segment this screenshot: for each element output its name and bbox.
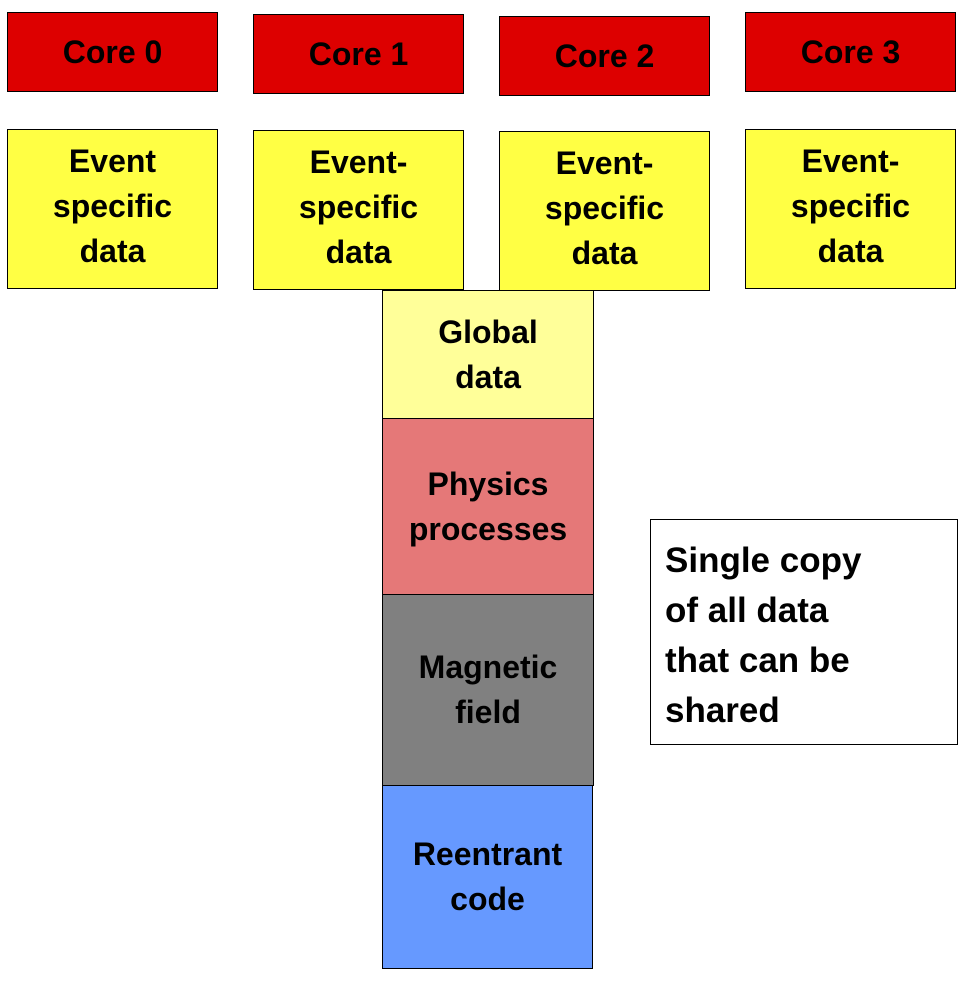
core-0-event-data-label: Event specific data (52, 142, 173, 269)
core-2-event-data-box: Event- specific data (499, 131, 710, 291)
global-data-box: Global data (382, 290, 594, 420)
core-3-label: Core 3 (800, 33, 901, 70)
core-3-event-data-label: Event- specific data (790, 142, 911, 269)
core-3-event-data-box: Event- specific data (745, 129, 956, 289)
core-2-label: Core 2 (554, 37, 655, 74)
core-1-box: Core 1 (253, 14, 464, 94)
magnetic-field-box: Magnetic field (382, 594, 594, 786)
core-0-box: Core 0 (7, 12, 218, 92)
core-2-event-data-label: Event- specific data (544, 144, 665, 271)
core-0-event-data-box: Event specific data (7, 129, 218, 289)
physics-processes-box: Physics processes (382, 418, 594, 596)
core-1-event-data-label: Event- specific data (298, 143, 419, 270)
core-1-event-data-box: Event- specific data (253, 130, 464, 290)
reentrant-code-label: Reentrant code (412, 836, 563, 917)
reentrant-code-box: Reentrant code (382, 785, 593, 969)
shared-data-note: Single copy of all data that can be shar… (650, 519, 958, 745)
core-0-label: Core 0 (62, 33, 163, 70)
core-3-box: Core 3 (745, 12, 956, 92)
magnetic-field-label: Magnetic field (418, 649, 558, 730)
shared-data-note-text: Single copy of all data that can be shar… (665, 541, 862, 730)
physics-processes-label: Physics processes (408, 466, 568, 547)
global-data-label: Global data (438, 314, 538, 395)
core-2-box: Core 2 (499, 16, 710, 96)
core-1-label: Core 1 (308, 35, 409, 72)
